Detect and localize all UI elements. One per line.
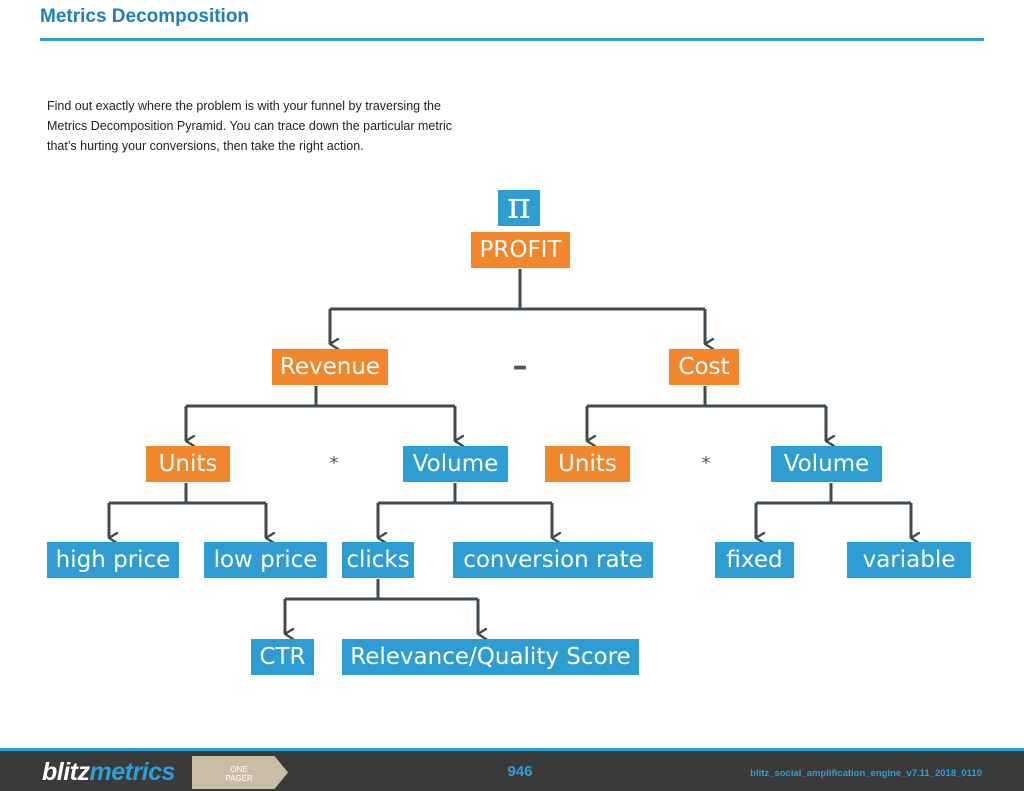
- one-pager-badge: ONE PAGER: [192, 756, 288, 789]
- operator-minus: –: [512, 349, 528, 384]
- intro-line: that’s hurting your conversions, then ta…: [47, 139, 364, 153]
- node-cost-volume: Volume: [771, 446, 882, 482]
- node-revenue-units: Units: [146, 446, 230, 482]
- node-ctr: CTR: [251, 639, 314, 675]
- node-variable: variable: [847, 542, 971, 578]
- node-high-price: high price: [47, 542, 179, 578]
- node-fixed: fixed: [715, 542, 794, 578]
- page-title: Metrics Decomposition: [40, 6, 250, 27]
- operator-times: *: [701, 453, 711, 474]
- node-cost-units: Units: [545, 446, 630, 482]
- intro-line: Metrics Decomposition Pyramid. You can t…: [47, 119, 453, 133]
- pi-icon: π: [498, 189, 540, 226]
- node-cost: Cost: [669, 349, 739, 385]
- node-revenue-volume: Volume: [403, 446, 508, 482]
- document-code: blitz_social_amplification_engine_v7.11_…: [750, 768, 982, 779]
- footer-bar: blitzmetrics ONE PAGER 946 blitz_social_…: [0, 748, 1024, 791]
- node-clicks: clicks: [342, 542, 414, 578]
- blitzmetrics-logo: blitzmetrics: [42, 758, 175, 786]
- operator-times: *: [329, 453, 339, 474]
- title-divider: [40, 38, 984, 41]
- node-profit: PROFIT: [471, 232, 570, 268]
- node-conversion-rate: conversion rate: [453, 542, 653, 578]
- node-low-price: low price: [204, 542, 327, 578]
- intro-paragraph: Find out exactly where the problem is wi…: [47, 96, 507, 156]
- node-revenue: Revenue: [272, 349, 388, 385]
- page-number: 946: [507, 763, 533, 780]
- node-relevance-quality-score: Relevance/Quality Score: [342, 639, 639, 675]
- intro-line: Find out exactly where the problem is wi…: [47, 99, 441, 113]
